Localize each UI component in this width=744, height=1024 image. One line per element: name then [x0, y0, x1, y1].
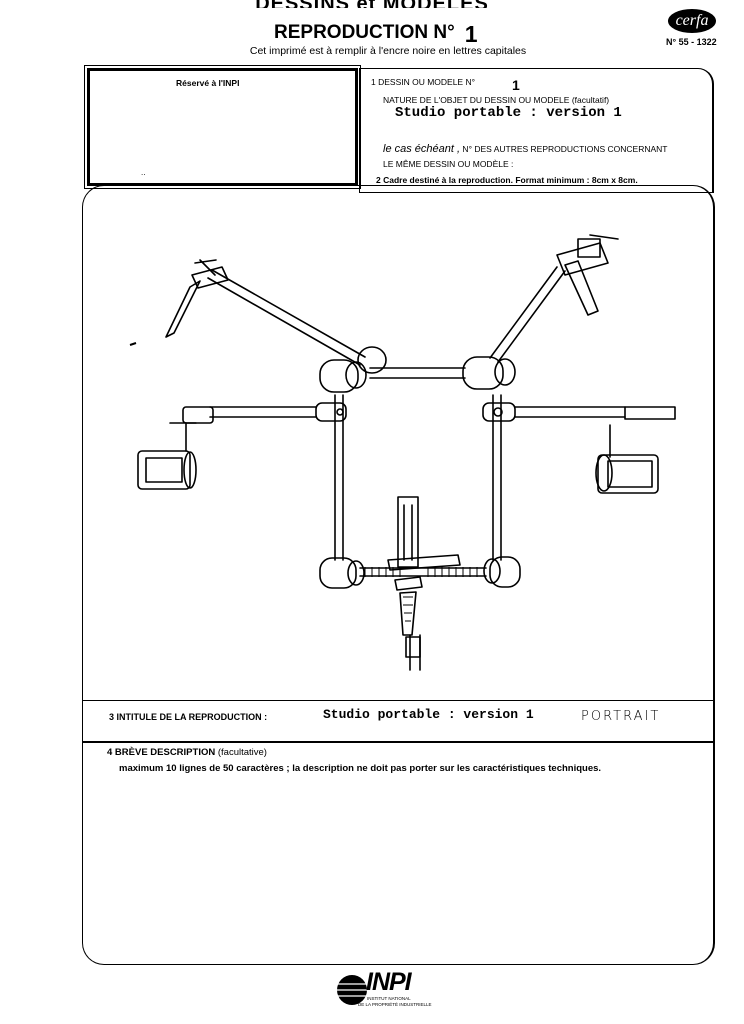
brief-description-title: 4 BRÈVE DESCRIPTION: [107, 747, 216, 758]
design-number-label: 1 DESSIN OU MODELE N°: [371, 77, 476, 87]
reproduction-title-value[interactable]: Studio portable : version 1: [323, 707, 534, 722]
inpi-reserved-label: Réservé à l'INPI: [176, 78, 240, 88]
section-1-box: [359, 68, 714, 193]
object-nature-value[interactable]: Studio portable : version 1: [395, 105, 622, 121]
reproduction-frame: [82, 185, 715, 965]
brief-description-label: 4 BRÈVE DESCRIPTION (facultative): [107, 747, 267, 758]
cerfa-logo: cerfa: [668, 9, 716, 33]
inpi-globe-icon: [337, 975, 367, 1005]
inpi-reserved-box: [84, 65, 361, 189]
design-number-value[interactable]: 1: [512, 77, 520, 93]
reproduction-heading: REPRODUCTION N° 1: [274, 17, 478, 47]
reproduction-title-label: 3 INTITULE DE LA REPRODUCTION :: [109, 712, 268, 722]
studio-drawing: [129, 234, 676, 671]
reproduction-label: REPRODUCTION N°: [274, 22, 455, 43]
reproduction-frame-label: 2 Cadre destiné à la reproduction. Forma…: [376, 175, 638, 185]
form-number: N° 55 - 1322: [666, 37, 717, 47]
inpi-logo-line-2: DE LA PROPRIÉTÉ INDUSTRIELLE: [358, 1002, 432, 1007]
section-3-top-divider: [83, 700, 713, 701]
brief-description-note: maximum 10 lignes de 50 caractères ; la …: [119, 763, 602, 774]
object-nature-label: NATURE DE L'OBJET DU DESSIN OU MODELE (f…: [383, 95, 610, 105]
inpi-logo-text: INPI: [366, 968, 412, 996]
inpi-logo-line-1: INSTITUT NATIONAL: [367, 996, 411, 1001]
other-reproductions-label: le cas échéant , N° DES AUTRES REPRODUCT…: [383, 143, 667, 155]
same-design-label: LE MÊME DESSIN OU MODÈLE :: [383, 159, 514, 169]
handwritten-portrait: PORTRAIT: [581, 709, 661, 724]
section-3-bottom-divider: [83, 741, 713, 743]
form-title: DESSINS et MODELES: [0, 0, 744, 8]
reproduction-number: 1: [464, 21, 478, 47]
other-reproductions-italic: le cas échéant ,: [383, 143, 461, 155]
form-subtitle: Cet imprimé est à remplir à l'encre noir…: [249, 45, 527, 57]
inpi-box-mark: ..: [141, 168, 146, 177]
other-reproductions-text: N° DES AUTRES REPRODUCTIONS CONCERNANT: [460, 144, 668, 154]
brief-description-optional: (facultative): [215, 747, 267, 758]
section-2-divider: [359, 192, 713, 193]
